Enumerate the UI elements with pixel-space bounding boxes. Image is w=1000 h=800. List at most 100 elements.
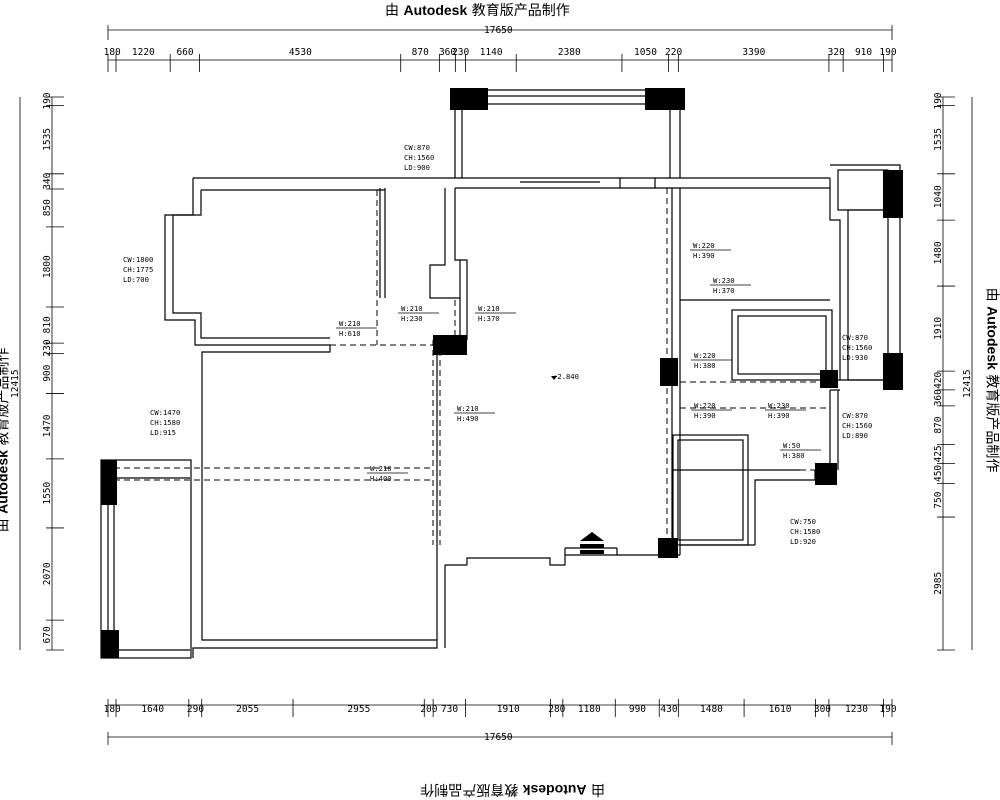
bottom-dim-5: 200 (420, 704, 437, 715)
beam-tag-h-3: H:370 (478, 314, 500, 323)
left-dim-10: 2070 (42, 562, 53, 585)
dimension-lines (19, 25, 973, 745)
top-dim-4: 870 (412, 47, 429, 58)
beam-tag-w-5: W:220 (694, 351, 716, 360)
window-tag-ld-0: LD:900 (404, 163, 430, 172)
beam-tag-w-9: W:50 (783, 441, 800, 450)
top-dim-1: 1220 (132, 47, 155, 58)
window-tag-cw-4: CW:870 (842, 411, 868, 420)
overall-width-top: 17650 (484, 25, 513, 36)
bottom-dim-0: 180 (104, 704, 121, 715)
window-tag-ch-5: CH:1580 (790, 527, 820, 536)
bottom-dim-16: 190 (879, 704, 896, 715)
top-dim-0: 180 (104, 47, 121, 58)
overall-width-bottom: 17650 (484, 732, 513, 743)
bottom-dim-14: 300 (814, 704, 831, 715)
overall-height-left: 12415 (10, 369, 21, 398)
window-tag-cw-5: CW:750 (790, 517, 816, 526)
right-dim-10: 750 (933, 491, 944, 508)
beam-tag-w-8: W:230 (768, 401, 790, 410)
beam-tag-h-2: H:230 (401, 314, 423, 323)
beam-tag-w-7: W:220 (694, 401, 716, 410)
window-tag-ld-2: LD:915 (150, 428, 176, 437)
top-dim-2: 660 (176, 47, 193, 58)
beam-tag-h-5: H:380 (694, 361, 716, 370)
bottom-dim-7: 1910 (497, 704, 520, 715)
right-dim-8: 425 (933, 445, 944, 462)
left-dim-8: 1470 (42, 414, 53, 437)
left-dim-6: 230 (42, 339, 53, 356)
beam-tag-h-4: H:610 (339, 329, 361, 338)
beam-tag-w-4: W:210 (339, 319, 361, 328)
window-tag-ld-4: LD:890 (842, 431, 868, 440)
walls (100, 89, 901, 659)
beam-tag-h-7: H:390 (694, 411, 716, 420)
right-dim-6: 360 (933, 389, 944, 406)
bottom-dim-6: 730 (441, 704, 458, 715)
window-tag-ch-1: CH:1775 (123, 265, 153, 274)
left-dim-0: 190 (42, 92, 53, 109)
right-dim-7: 870 (933, 416, 944, 433)
right-dim-5: 420 (933, 371, 944, 388)
top-dim-12: 320 (828, 47, 845, 58)
bottom-dim-2: 290 (187, 704, 204, 715)
window-tag-ch-2: CH:1580 (150, 418, 180, 427)
window-tag-cw-3: CW:870 (842, 333, 868, 342)
top-dim-13: 910 (855, 47, 872, 58)
right-dim-2: 1040 (933, 185, 944, 208)
bottom-dim-11: 430 (660, 704, 677, 715)
right-dim-4: 1910 (933, 317, 944, 340)
bottom-dim-8: 280 (548, 704, 565, 715)
beam-tag-w-1: W:230 (713, 276, 735, 285)
beam-tag-h-8: H:390 (768, 411, 790, 420)
top-dim-3: 4530 (289, 47, 312, 58)
dimension-labels: 17650 17650 12415 12415 180 1220 660 4530 87… (10, 25, 973, 743)
right-dim-3: 1480 (933, 241, 944, 264)
left-dim-7: 900 (42, 364, 53, 381)
top-dim-11: 3390 (742, 47, 765, 58)
window-tag-ch-3: CH:1560 (842, 343, 872, 352)
bottom-dim-4: 2955 (347, 704, 370, 715)
right-dim-1: 1535 (933, 128, 944, 151)
beam-tag-w-0: W:220 (693, 241, 715, 250)
top-dim-7: 1140 (480, 47, 503, 58)
beam-tag-h-10: H:400 (370, 474, 392, 483)
top-dim-5: 360 (439, 47, 456, 58)
bottom-dim-12: 1480 (700, 704, 723, 715)
left-dim-11: 670 (42, 626, 53, 643)
overall-height-right: 12415 (962, 369, 973, 398)
bottom-dim-10: 990 (629, 704, 646, 715)
window-tag-cw-2: CW:1470 (150, 408, 180, 417)
right-dim-11: 2985 (933, 572, 944, 595)
bottom-dim-9: 1180 (578, 704, 601, 715)
structural-columns (101, 88, 903, 658)
beam-tag-w-2: W:210 (401, 304, 423, 313)
beam-tag-h-6: H:490 (457, 414, 479, 423)
left-dim-1: 1535 (42, 128, 53, 151)
entrance-arrow-icon (580, 532, 604, 554)
top-dim-14: 190 (879, 47, 896, 58)
window-tag-ch-0: CH:1560 (404, 153, 434, 162)
beam-tag-w-10: W:210 (370, 464, 392, 473)
window-tag-cw-1: CW:1800 (123, 255, 153, 264)
top-dim-9: 1050 (634, 47, 657, 58)
window-tag-ch-4: CH:1560 (842, 421, 872, 430)
level-value: +2.840 (553, 372, 579, 381)
right-dim-9: 450 (933, 465, 944, 482)
left-dim-4: 1800 (42, 255, 53, 278)
window-tag-ld-1: LD:700 (123, 275, 149, 284)
bottom-dim-1: 1640 (141, 704, 164, 715)
beam-tag-h-9: H:380 (783, 451, 805, 460)
top-dim-6: 230 (452, 47, 469, 58)
bottom-dim-13: 1610 (769, 704, 792, 715)
top-dim-8: 2380 (558, 47, 581, 58)
left-dim-9: 1550 (42, 481, 53, 504)
beam-tag-w-6: W:210 (457, 404, 479, 413)
top-dim-10: 220 (665, 47, 682, 58)
level-marker: +2.840 (551, 372, 579, 381)
window-tag-ld-5: LD:920 (790, 537, 816, 546)
beam-lines (114, 188, 830, 555)
left-dim-3: 850 (42, 199, 53, 216)
right-dim-0: 190 (933, 92, 944, 109)
